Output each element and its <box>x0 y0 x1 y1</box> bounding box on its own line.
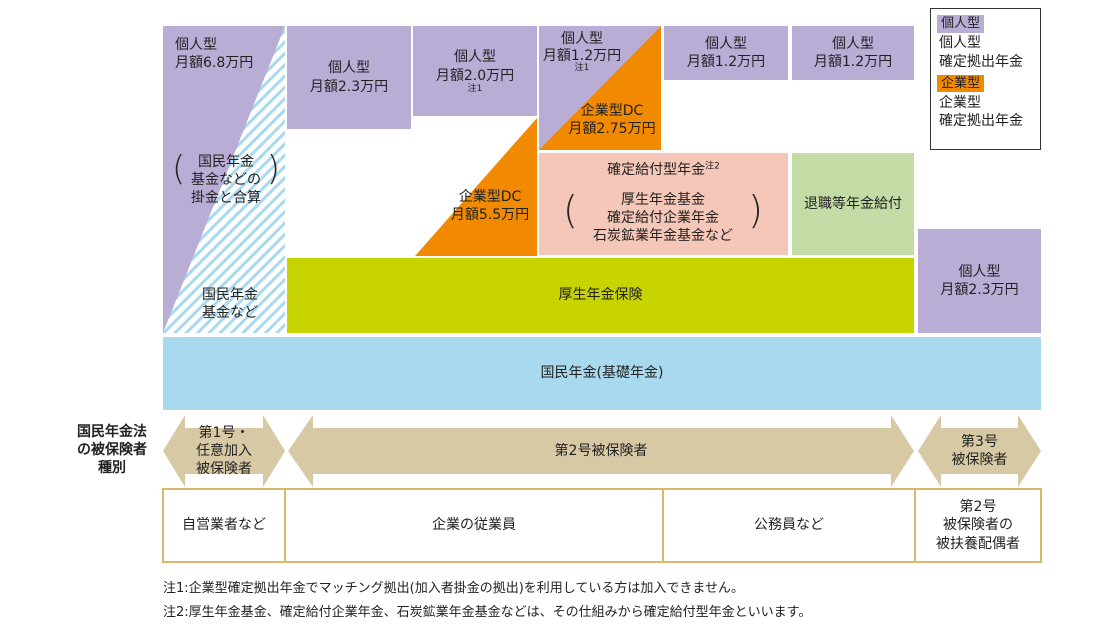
insured-category-label: 国民年金法 の被保険者 種別 <box>77 423 147 477</box>
left-paren-icon: ( <box>172 149 186 189</box>
col1-fund-bracket-label: 国民年金 基金などの 掛金と合算 <box>191 153 261 207</box>
col3-individual-label: 個人型 月額2.0万円 <box>435 49 515 84</box>
kosei-label: 厚生年金保険 <box>558 287 643 304</box>
db-items: 厚生年金基金 確定給付企業年金 石炭鉱業年金基金など <box>593 191 733 245</box>
col6-individual-block: 個人型 月額1.2万円 <box>792 26 914 80</box>
kosei-block: 厚生年金保険 <box>287 258 914 333</box>
db-title-row: 確定給付型年金注2 <box>607 161 720 179</box>
legend-corporate-tag: 企業型 <box>937 74 985 93</box>
note-1: 注1:企業型確定拠出年金でマッチング拠出(加入者掛金の拠出)を利用している方は加… <box>163 581 745 596</box>
category-civil-servants: 公務員など <box>664 489 916 562</box>
arrow-type1 <box>163 415 285 487</box>
legend-corporate-desc: 企業型 確定拠出年金 <box>939 94 1023 130</box>
col4-individual-label-box: 個人型 月額1.2万円 注1 <box>539 27 625 77</box>
legend: 個人型 個人型 確定拠出年金 企業型 企業型 確定拠出年金 <box>930 8 1041 150</box>
col1-fund-label: 国民年金 基金など <box>202 286 258 321</box>
col4-corporate-label-box: 企業型DC 月額2.75万円 <box>564 100 660 140</box>
col1-fund-bracket: ( 国民年金 基金などの 掛金と合算 ) <box>172 148 280 212</box>
db-note: 注2 <box>705 161 720 172</box>
db-block: 確定給付型年金注2 ( 厚生年金基金 確定給付企業年金 石炭鉱業年金基金など ) <box>539 153 788 255</box>
left-paren-icon: ( <box>563 188 578 232</box>
col1-individual-label: 個人型 月額6.8万円 <box>175 37 254 72</box>
col7-individual-label: 個人型 月額2.3万円 <box>940 263 1019 298</box>
arrow-type3 <box>918 415 1041 487</box>
kokumin-block: 国民年金(基礎年金) <box>163 337 1041 410</box>
arrow-type1-label: 第1号・ 任意加入 被保険者 <box>196 424 252 478</box>
kokumin-label: 国民年金(基礎年金) <box>540 365 664 382</box>
col5-individual-label: 個人型 月額1.2万円 <box>686 35 766 70</box>
col3-individual-note: 注1 <box>467 83 483 94</box>
db-items-wrap: ( 厚生年金基金 確定給付企業年金 石炭鉱業年金基金など ) <box>563 185 763 251</box>
insured-category-label-box: 国民年金法 の被保険者 種別 <box>64 418 160 482</box>
col2-individual-block: 個人型 月額2.3万円 <box>287 26 411 129</box>
arrow-type2 <box>288 415 914 487</box>
col2-individual-label: 個人型 月額2.3万円 <box>309 60 389 95</box>
insured-arrows <box>163 415 1041 487</box>
note-2: 注2:厚生年金基金、確定給付企業年金、石炭鉱業年金基金などは、その仕組みから確定… <box>163 605 812 620</box>
col3-corporate-triangle <box>415 118 537 256</box>
col4-corporate-label: 企業型DC 月額2.75万円 <box>568 102 656 137</box>
category-self-employed: 自営業者など <box>164 489 286 562</box>
col4-individual-note: 注1 <box>574 62 590 73</box>
legend-corporate: 企業型 企業型 確定拠出年金 <box>931 72 1040 132</box>
col3-individual-block: 個人型 月額2.0万円 注1 <box>413 26 537 116</box>
right-paren-icon: ) <box>266 149 280 189</box>
legend-individual-tag: 個人型 <box>937 15 985 33</box>
col7-individual-block: 個人型 月額2.3万円 <box>918 229 1041 333</box>
category-dependents: 第2号 被保険者の 被扶養配偶者 <box>936 499 1020 552</box>
legend-individual-desc: 個人型 確定拠出年金 <box>939 34 1023 70</box>
col3-corporate-label-box: 企業型DC 月額5.5万円 <box>440 186 540 226</box>
col6-individual-label: 個人型 月額1.2万円 <box>813 35 893 70</box>
col3-corporate-label: 企業型DC 月額5.5万円 <box>450 188 530 223</box>
arrow-type2-label: 第2号被保険者 <box>554 442 648 459</box>
col4-individual-label: 個人型 月額1.2万円 <box>542 31 622 64</box>
col1-fund-label-box: 国民年金 基金など <box>190 282 270 326</box>
col5-individual-block: 個人型 月額1.2万円 <box>664 26 788 80</box>
db-title: 確定給付型年金 <box>607 162 706 178</box>
category-employees: 企業の従業員 <box>286 489 664 562</box>
legend-individual: 個人型 個人型 確定拠出年金 <box>931 9 1040 72</box>
retirement-block: 退職等年金給付 <box>792 153 914 255</box>
category-bar <box>162 488 1042 563</box>
retirement-label: 退職等年金給付 <box>804 195 902 212</box>
right-paren-icon: ) <box>748 188 763 232</box>
col1-fund-stripes <box>163 26 285 333</box>
arrow-type3-label: 第3号 被保険者 <box>951 433 1008 468</box>
col4-corporate-triangle <box>539 26 661 150</box>
